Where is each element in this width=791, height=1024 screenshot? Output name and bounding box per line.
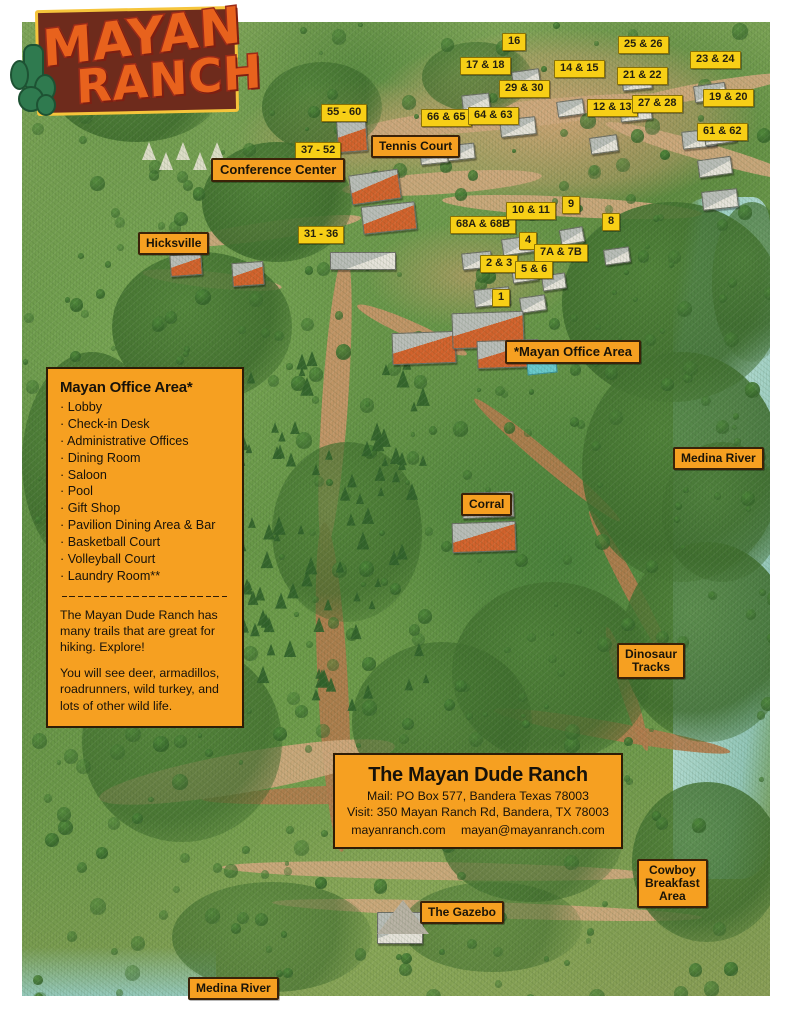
cabin-number-label: 61 & 62 xyxy=(697,123,748,141)
contact-mail-address: Mail: PO Box 577, Bandera Texas 78003 xyxy=(367,789,589,803)
info-panel-item: Saloon xyxy=(60,467,230,484)
place-label: Conference Center xyxy=(211,158,346,183)
cabin-number-label: 12 & 13 xyxy=(587,99,638,117)
cabin-number-label: 8 xyxy=(602,213,621,231)
info-panel-amenity-list: LobbyCheck-in DeskAdministrative Offices… xyxy=(60,399,230,585)
place-label: The Gazebo xyxy=(420,901,505,924)
cabin-number-label: 17 & 18 xyxy=(460,57,511,75)
info-panel-wildlife-text: You will see deer, armadillos, roadrunne… xyxy=(60,665,220,713)
place-label: Tennis Court xyxy=(371,135,461,158)
cabin-number-label: 9 xyxy=(562,196,581,214)
info-panel-item: Laundry Room** xyxy=(60,568,230,585)
contact-web-row: mayanranch.com mayan@mayanranch.com xyxy=(343,823,613,837)
contact-visit-address: Visit: 350 Mayan Ranch Rd, Bandera, TX 7… xyxy=(346,804,610,819)
cabin-number-label: 4 xyxy=(519,232,538,250)
cabin-number-label: 2 & 3 xyxy=(480,255,519,273)
cabin-number-label: 23 & 24 xyxy=(690,51,741,69)
info-panel-item: Lobby xyxy=(60,399,230,416)
place-label: Medina River xyxy=(188,977,279,1000)
place-label: Medina River xyxy=(673,447,764,470)
contact-email-link[interactable]: mayan@mayanranch.com xyxy=(461,823,605,838)
info-panel-item: Gift Shop xyxy=(60,500,230,517)
cabin-number-label: 25 & 26 xyxy=(618,36,669,54)
place-label: Dinosaur Tracks xyxy=(617,643,686,679)
cabin-number-label: 29 & 30 xyxy=(499,80,550,98)
place-label: Corral xyxy=(461,493,513,516)
info-panel-item: Volleyball Court xyxy=(60,551,230,568)
cabin-number-label: 66 & 65 xyxy=(421,109,472,127)
info-panel-divider xyxy=(62,595,228,597)
info-panel-title: Mayan Office Area* xyxy=(60,379,193,396)
place-label: Cowboy Breakfast Area xyxy=(637,859,708,908)
cabin-number-label: 27 & 28 xyxy=(632,95,683,113)
cabin-number-label: 16 xyxy=(502,33,527,51)
cabin-number-label: 10 & 11 xyxy=(506,202,556,220)
contact-title: The Mayan Dude Ranch xyxy=(368,764,588,786)
mayan-ranch-logo: MAYAN RANCH xyxy=(6,0,265,122)
info-panel-item: Dining Room xyxy=(60,450,230,467)
info-panel-trails-text: The Mayan Dude Ranch has many trails tha… xyxy=(60,607,218,655)
cactus-icon xyxy=(10,44,56,118)
info-panel-item: Administrative Offices xyxy=(60,433,230,450)
cabin-number-label: 55 - 60 xyxy=(321,104,368,122)
cabin-number-label: 5 & 6 xyxy=(515,261,554,279)
cabin-number-label: 31 - 36 xyxy=(298,226,345,244)
cabin-number-label: 1 xyxy=(492,289,511,307)
info-panel-item: Check-in Desk xyxy=(60,416,230,433)
cabin-number-label: 19 & 20 xyxy=(703,89,754,107)
place-label: *Mayan Office Area xyxy=(505,340,642,365)
info-panel-item: Pavilion Dining Area & Bar xyxy=(60,517,230,534)
mayan-office-area-info-panel: Mayan Office Area* LobbyCheck-in DeskAdm… xyxy=(46,367,244,728)
cabin-number-label: 21 & 22 xyxy=(617,67,668,85)
info-panel-item: Basketball Court xyxy=(60,534,230,551)
contact-website-link[interactable]: mayanranch.com xyxy=(351,823,446,838)
cabin-number-label: 7A & 7B xyxy=(534,244,588,262)
ranch-contact-box: The Mayan Dude Ranch Mail: PO Box 577, B… xyxy=(333,753,623,850)
cabin-number-label: 14 & 15 xyxy=(554,60,605,78)
cabin-number-label: 68A & 68B xyxy=(450,216,517,234)
cabin-number-label: 64 & 63 xyxy=(468,107,519,125)
place-label: Hicksville xyxy=(138,232,210,255)
info-panel-item: Pool xyxy=(60,483,230,500)
